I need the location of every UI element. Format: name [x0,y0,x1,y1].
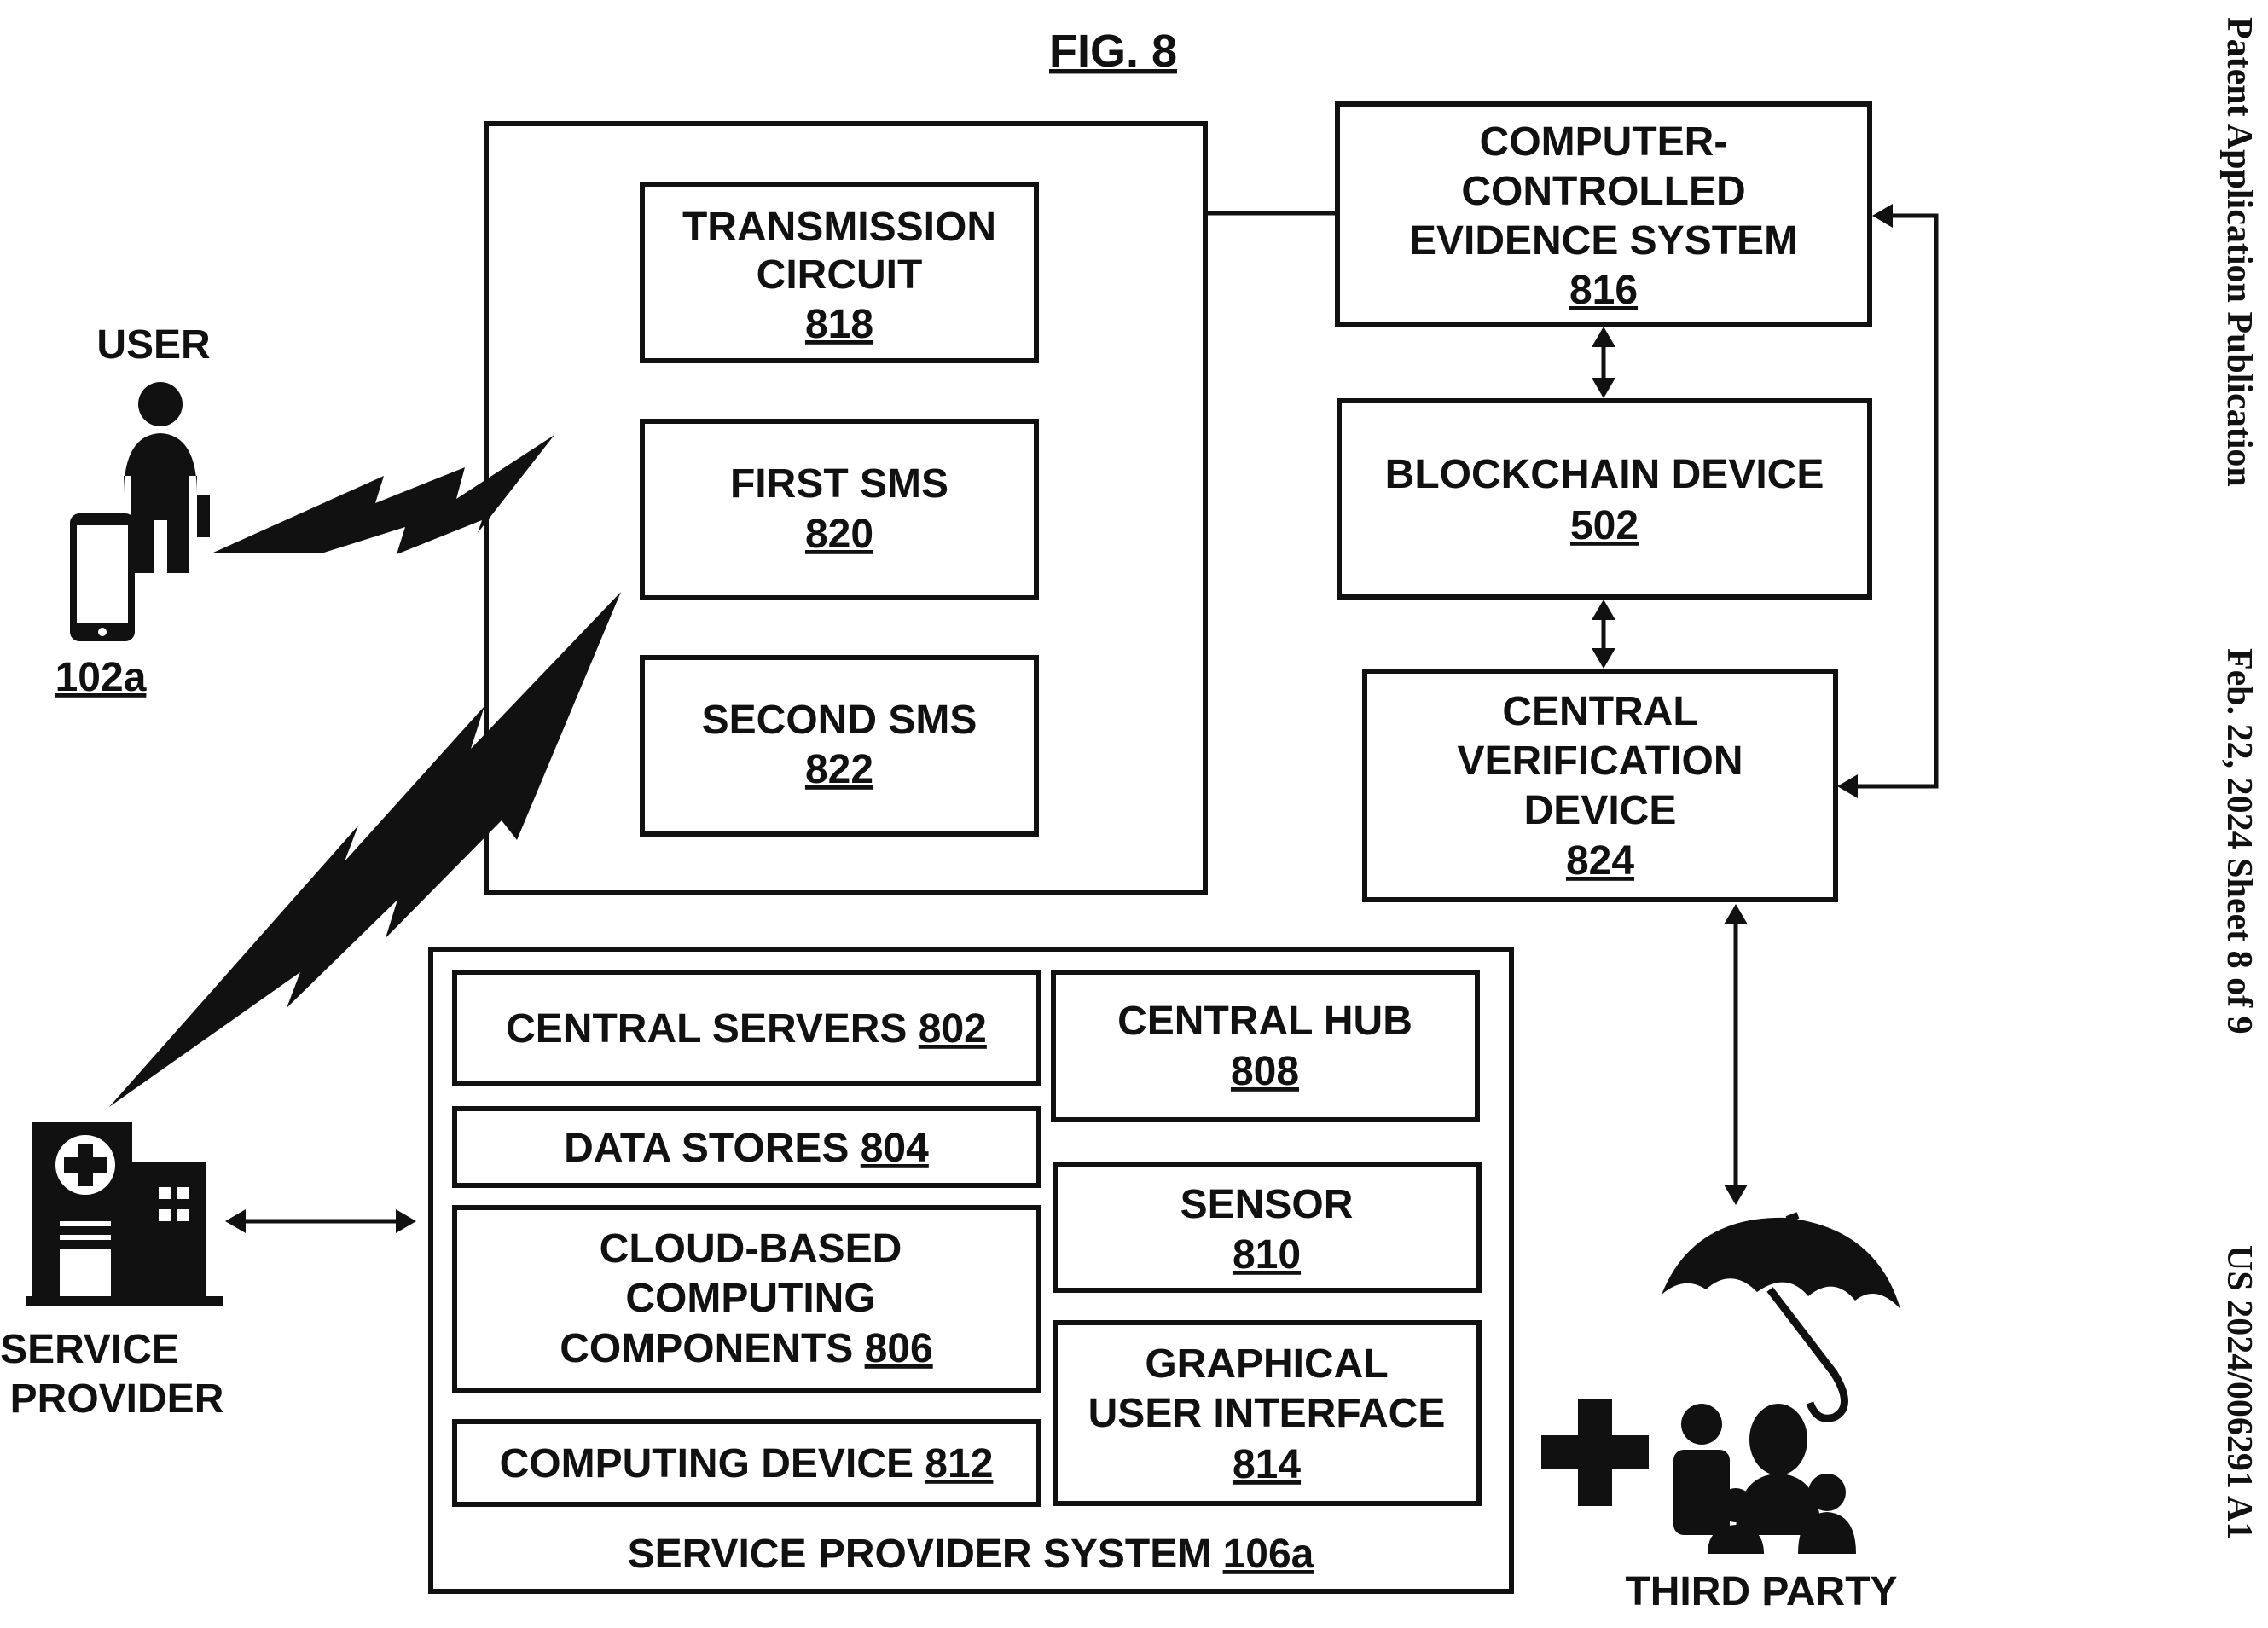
gui-ref: 814 [1233,1442,1301,1487]
blockchain-device-label: BLOCKCHAIN DEVICE [1385,452,1824,497]
cloud-computing-ref: 806 [865,1326,933,1371]
cloud-computing-label-3: COMPONENTS 806 [560,1326,932,1371]
header-doc-number: US 2024/006291 A1 [2219,1245,2259,1539]
transmission-circuit-label-1: TRANSMISSION [682,205,996,250]
computing-device-ref: 812 [925,1441,993,1486]
blockchain-device-ref: 502 [1570,503,1639,548]
central-hub-box [1053,972,1477,1120]
data-stores-text: DATA STORES [564,1126,861,1171]
evidence-system-ref: 816 [1569,268,1638,313]
service-provider-system-text: SERVICE PROVIDER SYSTEM [628,1532,1223,1577]
second-sms-ref: 822 [805,747,873,792]
cloud-computing-text: COMPONENTS [560,1326,864,1371]
transmission-circuit-label-2: CIRCUIT [757,252,923,298]
blockchain-device-box [1339,401,1870,597]
first-sms-label: FIRST SMS [730,461,948,507]
central-servers-text: CENTRAL SERVERS [506,1006,919,1052]
figure-title: FIG. 8 [1049,26,1177,77]
second-sms-label: SECOND SMS [702,698,977,743]
arrow-blockchain-verification [1592,600,1615,669]
data-stores-label: DATA STORES 804 [564,1126,929,1171]
evidence-system-label-3: EVIDENCE SYSTEM [1409,218,1798,264]
second-sms-box [642,658,1036,834]
central-hub-label: CENTRAL HUB [1117,999,1412,1044]
transmission-circuit-ref: 818 [805,302,873,347]
evidence-system-label-2: CONTROLLED [1461,169,1745,214]
hospital-building-icon [26,1122,223,1306]
central-verification-label-1: CENTRAL [1502,689,1697,734]
umbrella-icon [1662,1215,1900,1418]
header-publication: Patent Application Publication [2219,17,2259,487]
arrow-evidence-blockchain [1592,327,1615,398]
computing-device-text: COMPUTING DEVICE [500,1441,925,1486]
data-stores-ref: 804 [861,1126,929,1171]
family-group-icon [1673,1404,1856,1554]
user-phone-icon [70,513,135,641]
service-provider-label-1: SERVICE [0,1327,179,1372]
gui-label-1: GRAPHICAL [1145,1341,1388,1387]
user-person-icon [124,382,210,573]
central-servers-label: CENTRAL SERVERS 802 [506,1006,987,1052]
third-party-label: THIRD PARTY [1625,1569,1897,1614]
first-sms-ref: 820 [805,512,873,557]
sensor-ref: 810 [1233,1232,1301,1277]
computing-device-label: COMPUTING DEVICE 812 [500,1441,994,1486]
gui-label-2: USER INTERFACE [1088,1391,1446,1436]
user-ref: 102a [55,655,147,700]
first-sms-box [642,421,1036,598]
central-servers-ref: 802 [919,1006,987,1052]
sensor-label: SENSOR [1180,1182,1354,1227]
central-hub-ref: 808 [1231,1049,1299,1094]
central-verification-label-3: DEVICE [1524,788,1677,833]
header-date-sheet: Feb. 22, 2024 Sheet 8 of 9 [2219,648,2259,1034]
medical-cross-icon [1541,1399,1649,1506]
central-verification-label-2: VERIFICATION [1457,739,1743,784]
service-provider-system-ref: 106a [1223,1532,1314,1577]
cloud-computing-label-1: CLOUD-BASED [600,1226,902,1272]
central-verification-ref: 824 [1566,838,1634,884]
arrow-verification-third-party [1724,904,1748,1205]
service-provider-label-2: PROVIDER [10,1376,224,1422]
service-provider-system-label: SERVICE PROVIDER SYSTEM 106a [628,1532,1314,1577]
patent-header: Patent Application Publication Feb. 22, … [2219,17,2259,1539]
arrow-provider-sps [225,1209,416,1233]
cloud-computing-label-2: COMPUTING [625,1276,875,1321]
evidence-system-label-1: COMPUTER- [1480,119,1728,165]
user-label: USER [96,322,210,368]
